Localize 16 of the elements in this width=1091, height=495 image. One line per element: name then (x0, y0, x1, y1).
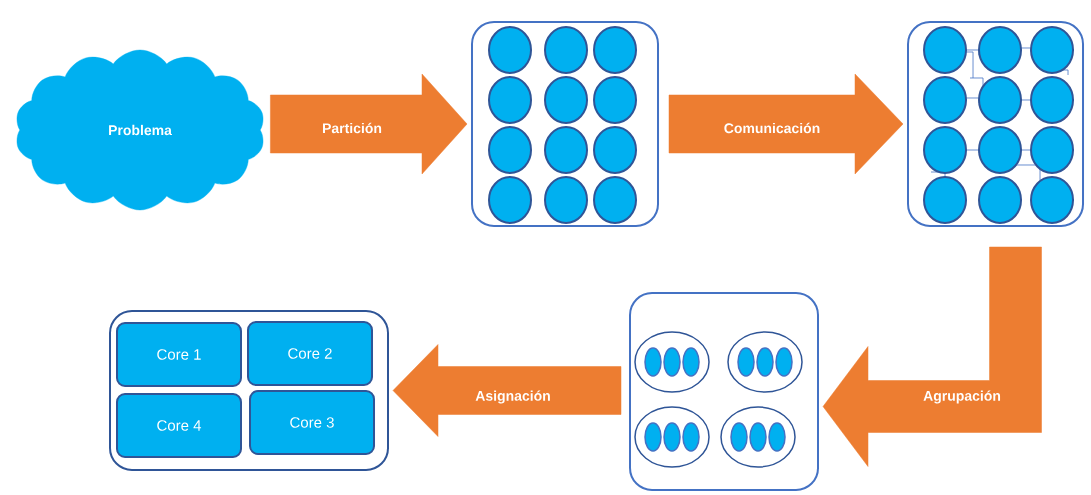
rounded-box (471, 21, 659, 227)
block-arrow (392, 344, 622, 437)
core-box: Core 4 (116, 393, 242, 458)
block-arrow (270, 73, 468, 175)
rounded-box (907, 21, 1084, 227)
edge-label: Asignación (475, 390, 550, 404)
core-box: Core 1 (116, 322, 242, 387)
block-arrow (668, 73, 904, 175)
core-box: Core 3 (249, 390, 375, 455)
rounded-box (629, 292, 819, 491)
edge-label: Agrupación (923, 390, 1001, 404)
block-arrow (822, 246, 1042, 467)
edge-label: Partición (323, 122, 382, 134)
rounded-box (109, 310, 389, 471)
edge-label: Comunicación (724, 122, 820, 134)
core-box: Core 2 (247, 321, 373, 386)
